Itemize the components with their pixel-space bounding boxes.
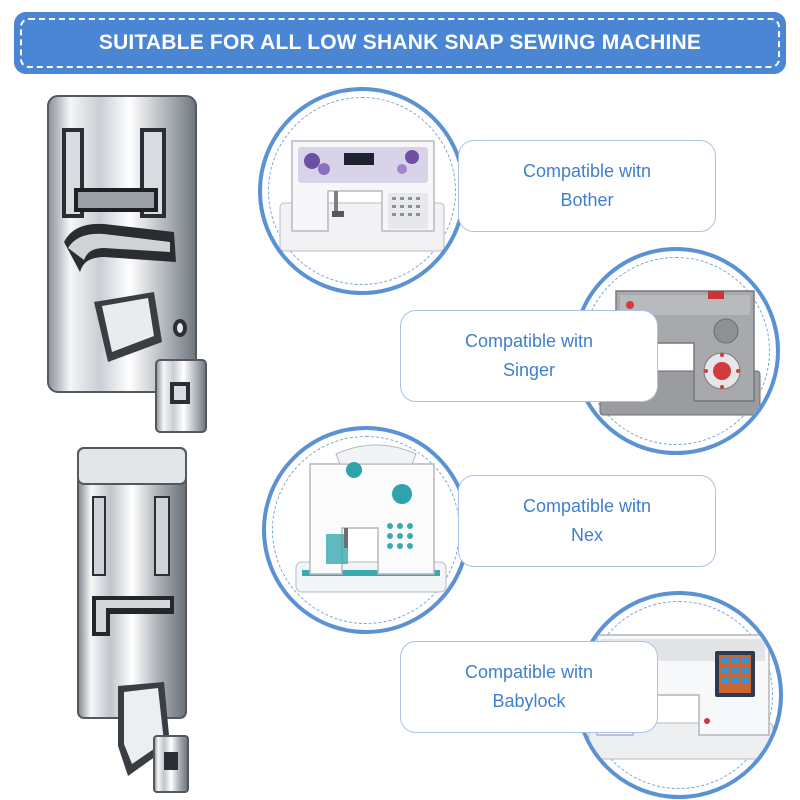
presser-foot-bottom-icon: [77, 447, 189, 793]
compat-brand-name: Bother: [560, 190, 614, 210]
presser-foot-top-icon: [47, 95, 207, 433]
compat-label-line1: Compatible witn: [522, 161, 652, 181]
mini-teal-sewing-machine-icon: [295, 444, 447, 593]
compat-brand-name: Singer: [502, 360, 556, 380]
compat-brand-name: Nex: [570, 525, 603, 545]
presser-foot-image-bottom: [74, 446, 194, 796]
compat-label-singer: Compatible witn Singer: [400, 310, 658, 402]
compat-label-bother: Compatible witn Bother: [458, 140, 716, 232]
machine-circle-nex: [262, 426, 470, 634]
compat-label-babylock: Compatible witn Babylock: [400, 641, 658, 733]
banner-dashed-frame: SUITABLE FOR ALL LOW SHANK SNAP SEWING M…: [20, 18, 780, 68]
compat-label-nex: Compatible witn Nex: [458, 475, 716, 567]
header-banner: SUITABLE FOR ALL LOW SHANK SNAP SEWING M…: [14, 12, 786, 74]
compat-label-line1: Compatible witn: [464, 662, 594, 682]
compat-brand-name: Babylock: [492, 691, 566, 711]
machine-circle-bother: [258, 87, 466, 295]
circle-dashed-ring: [268, 97, 456, 285]
compat-label-line1: Compatible witn: [522, 496, 652, 516]
banner-title: SUITABLE FOR ALL LOW SHANK SNAP SEWING M…: [98, 31, 702, 54]
compat-label-line1: Compatible witn: [464, 331, 594, 351]
presser-foot-image-top: [44, 92, 212, 438]
purple-floral-sewing-machine-icon: [279, 140, 445, 252]
